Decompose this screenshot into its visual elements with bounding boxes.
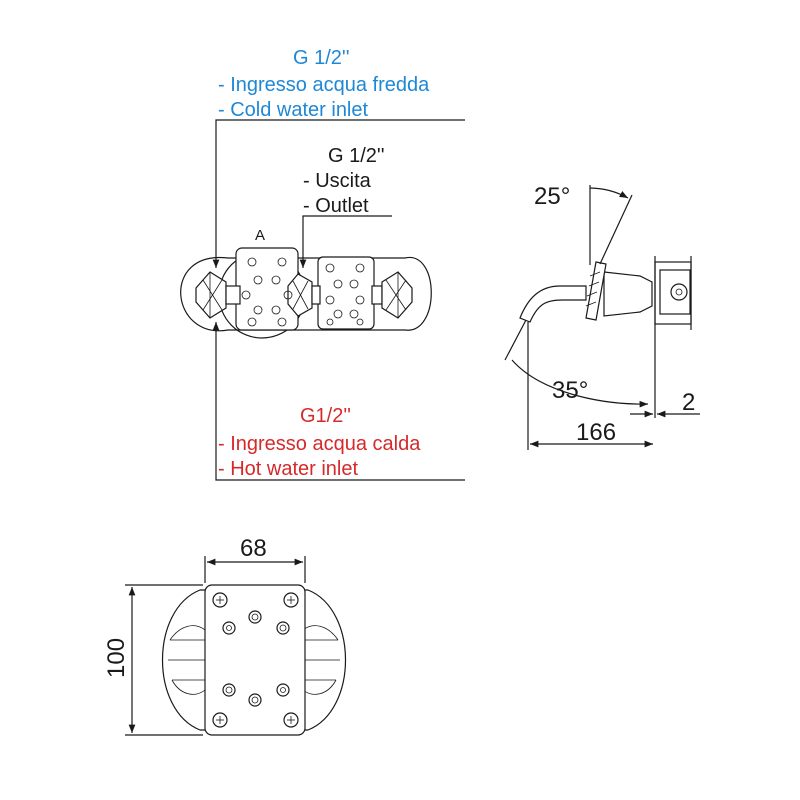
outlet-line-it: - Uscita	[303, 170, 372, 192]
right-plate-holes	[325, 263, 365, 326]
angle-top: 25°	[534, 183, 570, 210]
outlet-label: G 1/2'' - Uscita - Outlet	[303, 145, 385, 217]
dim-projection: 166	[576, 419, 616, 446]
hot-inlet-label: G1/2'' - Ingresso acqua calda - Hot wate…	[218, 405, 421, 480]
hot-inlet-size: G1/2''	[300, 405, 351, 427]
side-view: 25° 35° 166 2	[504, 183, 700, 450]
hot-inlet-line-it: - Ingresso acqua calda	[218, 433, 421, 455]
cold-inlet-line-it: - Ingresso acqua fredda	[218, 74, 430, 96]
cold-inlet-line-en: - Cold water inlet	[218, 99, 369, 121]
outlet-size: G 1/2''	[328, 145, 385, 167]
front-view: A G 1/2'' - Ingresso acqua fredda - Cold…	[180, 47, 465, 481]
dim-width: 68	[240, 535, 267, 562]
plate-view: 68 100	[103, 535, 346, 736]
left-plate-holes	[241, 257, 293, 327]
outlet-leader	[299, 215, 392, 268]
middle-valve-icon	[287, 273, 321, 317]
cold-inlet-size: G 1/2''	[293, 47, 350, 69]
outlet-line-en: - Outlet	[303, 195, 369, 217]
left-valve-icon	[195, 271, 241, 319]
cold-inlet-leader	[212, 119, 465, 268]
right-valve-icon	[371, 271, 413, 319]
dim-height: 100	[103, 638, 130, 678]
dim-gap: 2	[682, 389, 695, 416]
angle-bottom: 35°	[552, 377, 588, 404]
hot-inlet-line-en: - Hot water inlet	[218, 458, 358, 480]
cold-inlet-label: G 1/2'' - Ingresso acqua fredda - Cold w…	[218, 47, 430, 121]
view-label: A	[255, 227, 265, 244]
hot-inlet-leader	[212, 322, 465, 481]
